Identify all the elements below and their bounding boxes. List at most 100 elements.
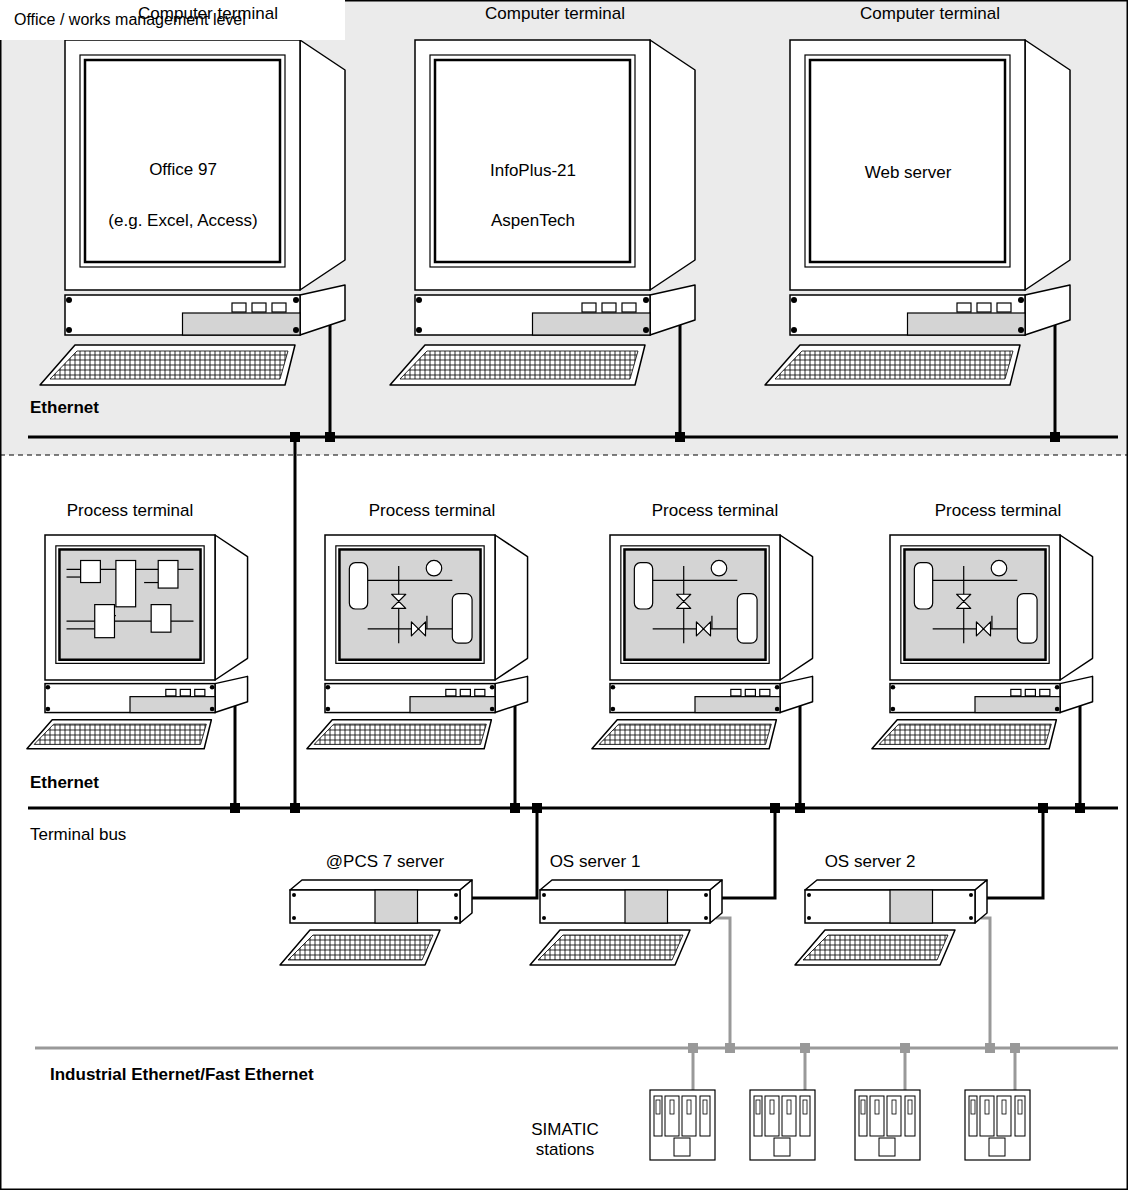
keyboard-keys — [288, 935, 433, 960]
terminal-bus — [28, 807, 1118, 810]
screen — [85, 60, 280, 262]
base-side — [300, 285, 345, 335]
device-label: Computer terminal — [485, 4, 625, 24]
button — [977, 303, 991, 312]
keyboard-keys — [400, 351, 638, 379]
keyboard — [27, 720, 211, 749]
valve-symbol — [392, 594, 406, 608]
server: OS server 2 — [795, 848, 987, 973]
valve-symbol — [411, 622, 425, 636]
pipe — [426, 616, 427, 629]
rack-frame — [855, 1090, 920, 1160]
simatic-station — [855, 1090, 920, 1160]
keyboard — [280, 930, 440, 965]
screw-dot — [1055, 685, 1060, 690]
button — [582, 303, 596, 312]
bus-junction — [1038, 803, 1048, 813]
monitor-side — [780, 535, 813, 680]
base-side — [215, 676, 248, 712]
terminal-drawing — [390, 40, 695, 385]
monitor-front — [65, 40, 300, 290]
server-side — [460, 880, 472, 923]
valve-symbol — [976, 622, 990, 636]
drop-cable — [1079, 700, 1082, 808]
server-drawing — [280, 880, 472, 965]
pipe — [933, 580, 1018, 581]
screw-dot — [210, 707, 215, 712]
process-terminal: Process terminal — [307, 497, 528, 749]
terminal-drawing — [307, 535, 528, 749]
keyboard-keys — [599, 724, 771, 744]
plant-cable — [716, 918, 730, 1048]
vessel — [452, 594, 472, 644]
pipe — [711, 616, 712, 629]
screw-dot — [292, 893, 296, 897]
rack-module — [700, 1096, 710, 1136]
button — [731, 689, 741, 696]
process-terminal: Process terminal — [27, 497, 248, 749]
screw-dot — [293, 297, 299, 303]
button — [232, 303, 246, 312]
drop-cable — [716, 808, 775, 898]
base-panel — [695, 697, 780, 713]
signal-line — [67, 621, 194, 622]
screw-dot — [969, 916, 973, 920]
bus-junction — [230, 803, 240, 813]
module-led — [1002, 1100, 1006, 1114]
drop-cable — [679, 320, 682, 437]
device-label: OS server 1 — [550, 852, 641, 872]
button — [1040, 689, 1050, 696]
bus-junction — [325, 432, 335, 442]
screen — [624, 549, 765, 659]
function-block — [95, 605, 115, 638]
module-led — [875, 1100, 879, 1114]
server-top — [290, 880, 472, 890]
network-label: Ethernet — [30, 398, 99, 418]
process-terminal: Process terminal — [872, 497, 1093, 749]
screen-text: InfoPlus-21 — [490, 161, 576, 181]
drop-cable — [329, 320, 332, 437]
screw-dot — [46, 707, 51, 712]
keyboard — [40, 345, 295, 385]
module-led — [892, 1100, 896, 1114]
pipe — [653, 580, 738, 581]
monitor-front — [45, 535, 215, 680]
base-panel — [410, 697, 495, 713]
simatic-station — [750, 1090, 815, 1160]
screen — [904, 549, 1045, 659]
screen-bezel — [901, 546, 1049, 664]
screw-dot — [416, 327, 422, 333]
button — [460, 689, 470, 696]
monitor-side — [1025, 40, 1070, 290]
screw-dot — [542, 893, 546, 897]
monitor-side — [650, 40, 695, 290]
monitor-side — [1060, 535, 1093, 680]
server: OS server 1 — [530, 848, 722, 973]
base-side — [1025, 285, 1070, 335]
computer-terminal: Computer terminalInfoPlus-21AspenTech — [390, 0, 695, 390]
vessel — [914, 563, 932, 609]
keyboard-keys — [50, 351, 288, 379]
drop-cable — [1054, 320, 1057, 437]
screw-dot — [775, 707, 780, 712]
signal-line — [67, 628, 95, 629]
keyboard-keys — [314, 724, 486, 744]
computer-terminal: Computer terminalOffice 97(e.g. Excel, A… — [40, 0, 345, 390]
server-front — [290, 890, 460, 923]
screw-dot — [490, 707, 495, 712]
button — [272, 303, 286, 312]
monitor-base — [890, 684, 1060, 713]
valve-symbol — [696, 622, 710, 636]
base-side — [1060, 676, 1093, 712]
drop-cable — [799, 700, 802, 808]
screen — [810, 60, 1005, 262]
rack-module — [682, 1096, 696, 1136]
level-band: Office / works management levelComputer … — [0, 0, 1128, 455]
monitor-base — [415, 295, 650, 335]
button — [1011, 689, 1021, 696]
valve-symbol — [957, 594, 971, 608]
monitor-front — [325, 535, 495, 680]
level-divider — [0, 455, 1128, 456]
screw-dot — [1018, 297, 1024, 303]
